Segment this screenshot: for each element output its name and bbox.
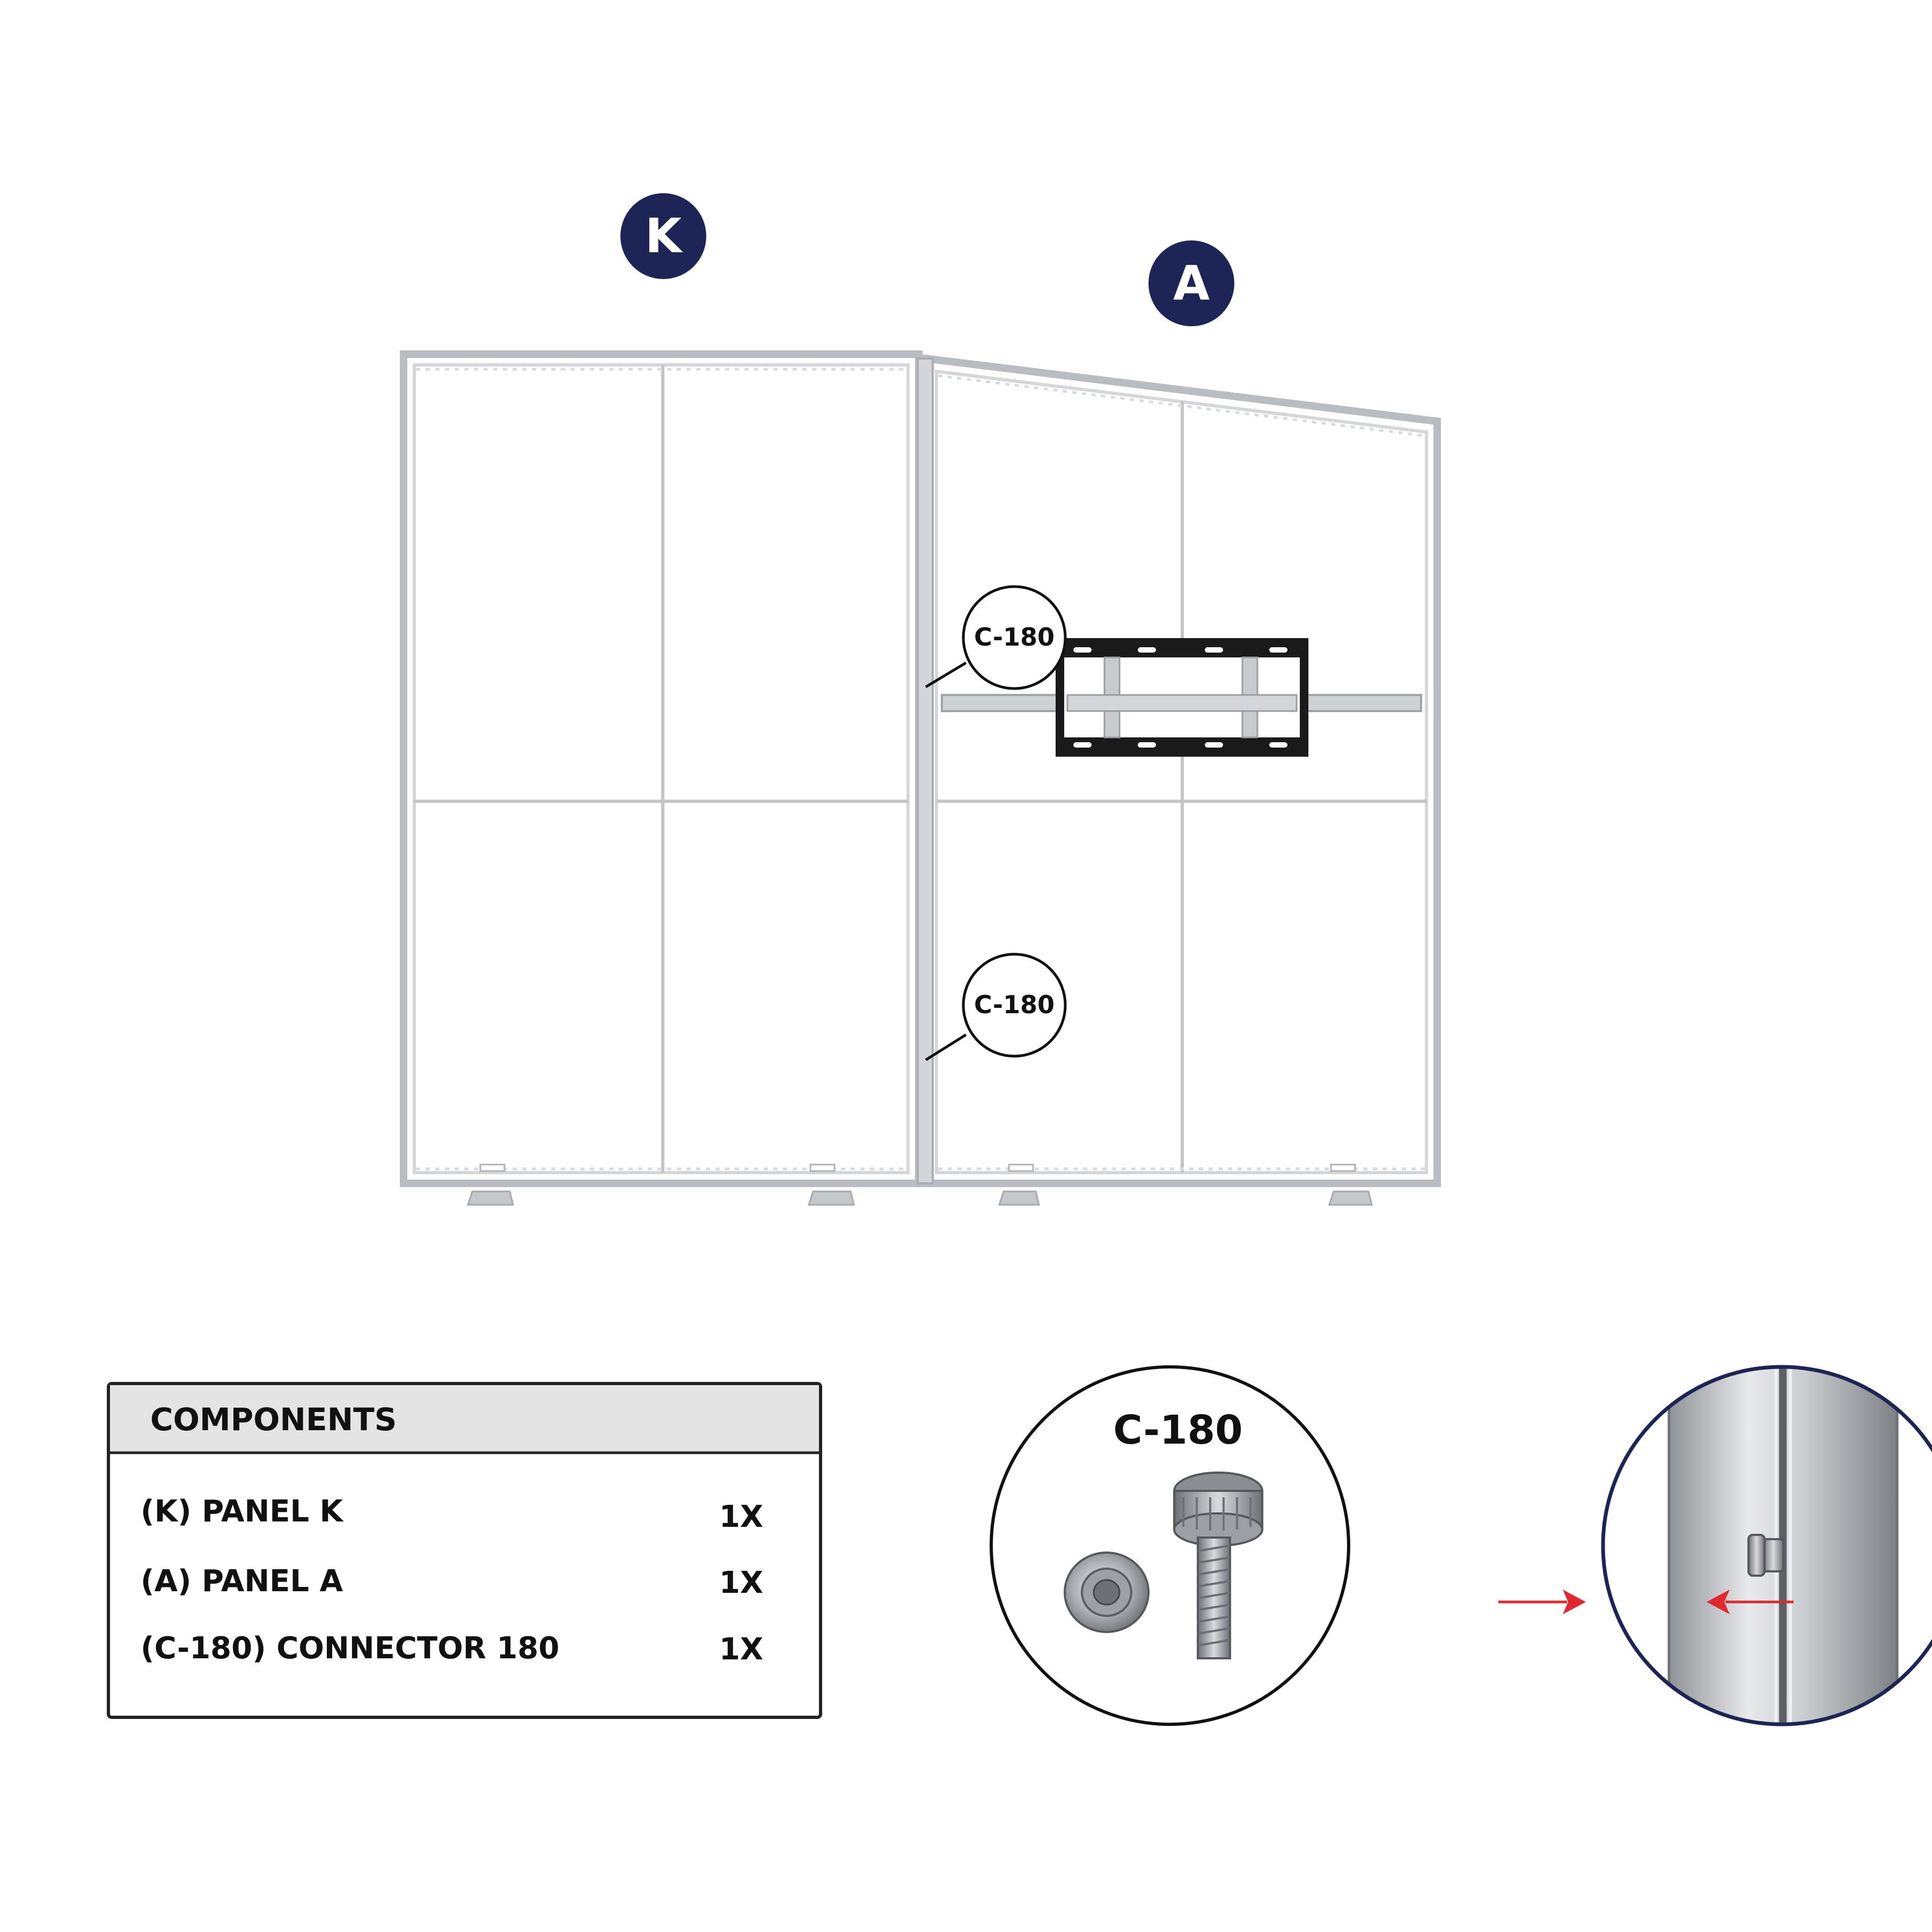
arrow-right-icon: [1498, 1590, 1586, 1614]
panel-a-feet: [998, 1163, 1373, 1206]
panel-a-frame: [922, 354, 1441, 1187]
component-row-name: (A) PANEL A: [141, 1564, 343, 1599]
component-row-qty: 1X: [719, 1499, 763, 1534]
panel-k-badge: K: [620, 193, 706, 279]
barrel-nut-icon: [1064, 1552, 1150, 1633]
panel-a-badge: A: [1148, 240, 1234, 326]
screw-icon: [1492, 1534, 1577, 1580]
connector-callout-lower: C-180: [925, 953, 1067, 1062]
connector-callout-lower-label: C-180: [974, 990, 1055, 1019]
tv-mount: [941, 638, 1422, 757]
connector-callout-upper: C-180: [925, 585, 1067, 690]
connector-detail-title: C-180: [1113, 1407, 1242, 1453]
components-title: COMPONENTS: [150, 1401, 397, 1438]
panel-k-feet: [466, 1163, 855, 1206]
panel-a-badge-label: A: [1173, 255, 1210, 311]
components-table: COMPONENTS (K) PANEL K 1X (A) PANEL A 1X…: [107, 1382, 822, 1719]
connector-callout-upper-label: C-180: [974, 623, 1055, 652]
arrow-left-icon: [1707, 1590, 1794, 1614]
component-row-qty: 1X: [719, 1632, 763, 1667]
connection-post: [917, 357, 934, 1184]
component-row-name: (C-180) CONNECTOR 180: [141, 1631, 559, 1666]
component-row-qty: 1X: [719, 1565, 763, 1600]
connector-detail: C-180: [990, 1365, 1350, 1726]
screw-icon: [1173, 1472, 1263, 1659]
barrel-nut-icon: [1747, 1534, 1784, 1577]
panel-k-frame: [400, 350, 923, 1187]
installation-detail: [1492, 1365, 1932, 1726]
panel-k-badge-label: K: [645, 208, 683, 264]
component-row-name: (K) PANEL K: [141, 1494, 345, 1529]
